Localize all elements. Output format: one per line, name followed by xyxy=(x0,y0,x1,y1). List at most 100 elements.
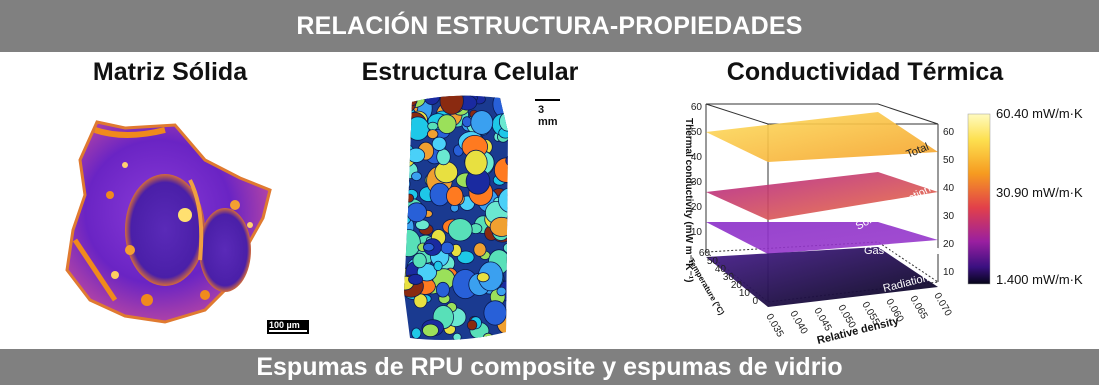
temperature-tick-label: 20 xyxy=(731,280,743,291)
foam-cell xyxy=(434,161,459,184)
foam-cell xyxy=(498,187,508,214)
foam-cell xyxy=(466,319,478,331)
left-tick-label: 30 xyxy=(691,177,703,188)
foam-cell xyxy=(462,116,473,128)
foam-cell xyxy=(436,148,451,166)
density-tick-label: 0.040 xyxy=(787,309,809,337)
foam-cell xyxy=(427,129,439,139)
left-tick-label: 20 xyxy=(691,202,703,213)
y-axis-label: Thermal conductivity (mW m⁻¹K⁻¹) xyxy=(683,118,694,282)
foam-cell xyxy=(436,281,450,298)
left-tick-label: 50 xyxy=(691,127,703,138)
foam-cell xyxy=(482,332,494,340)
foam-cell xyxy=(404,193,414,203)
right-tick-label: 50 xyxy=(943,155,955,166)
foam-cell xyxy=(411,171,422,182)
left-tick-label: 60 xyxy=(691,102,703,113)
foam-cell xyxy=(505,155,508,166)
foam-cell xyxy=(447,218,473,242)
foam-cell xyxy=(476,272,490,283)
cellular-structure-title: Estructura Celular xyxy=(361,58,579,86)
temperature-tick-label: 40 xyxy=(715,264,727,275)
surface-radiation xyxy=(706,247,938,307)
right-tick-label: 10 xyxy=(943,267,955,278)
foam-cell xyxy=(446,186,464,207)
solid-matrix-render xyxy=(65,120,309,334)
colorbar-min-label: 1.400 mW/m·K xyxy=(996,272,1083,287)
cellular-structure-image: 3 mm xyxy=(390,92,562,344)
foam-cell xyxy=(499,111,508,132)
foam-cell xyxy=(405,95,418,107)
colorbar xyxy=(967,113,991,285)
foam-cell xyxy=(473,242,487,257)
chart-svg: Total Solid Conduction Gas Conduction Ra… xyxy=(683,102,1083,347)
foam-cell xyxy=(406,116,430,141)
foam-cell xyxy=(427,121,439,131)
foam-cell xyxy=(404,174,411,193)
foam-cell xyxy=(496,286,507,297)
right-tick-label: 40 xyxy=(943,183,955,194)
foam-cell xyxy=(492,95,508,119)
temperature-tick-label: 50 xyxy=(707,256,719,267)
foam-cell xyxy=(489,216,508,237)
foam-cell xyxy=(483,300,507,326)
surface-gas-conduction xyxy=(706,222,938,254)
density-tick-label: 0.070 xyxy=(931,291,953,319)
foam-cell xyxy=(404,165,408,182)
surface-solid-conduction xyxy=(706,172,938,220)
density-tick-label: 0.065 xyxy=(907,294,929,322)
foam-cell xyxy=(404,229,421,258)
foam-cell xyxy=(456,250,475,265)
foam-cell xyxy=(499,95,508,106)
right-axis-ticks: 10 20 30 40 50 60 xyxy=(943,127,955,278)
foam-cell xyxy=(412,252,427,269)
header-banner: RELACIÓN ESTRUCTURA-PROPIEDADES xyxy=(0,0,1099,52)
density-tick-label: 0.035 xyxy=(763,312,785,340)
left-tick-label: 40 xyxy=(691,152,703,163)
foam-cell xyxy=(437,114,457,134)
foam-cell xyxy=(411,327,422,340)
colorbar-mid-label: 30.90 mW/m·K xyxy=(996,185,1083,200)
left-axis-ticks: 10 20 30 40 50 60 xyxy=(691,102,703,238)
thermal-conductivity-chart: Total Solid Conduction Gas Conduction Ra… xyxy=(668,92,1099,348)
foam-cell xyxy=(404,120,409,135)
cell-foam-body xyxy=(404,95,508,340)
temperature-tick-label: 60 xyxy=(699,248,711,259)
foam-cell xyxy=(406,202,428,223)
foam-cell xyxy=(423,242,435,252)
thermal-conductivity-title: Conductividad Térmica xyxy=(726,58,1004,86)
foam-cell xyxy=(452,332,462,340)
foam-cell xyxy=(408,273,424,285)
cellular-scale-bar-label: 3 mm xyxy=(538,104,558,128)
foam-cell xyxy=(407,147,426,163)
right-tick-label: 20 xyxy=(943,239,955,250)
foam-cell xyxy=(413,293,428,309)
left-tick-label: 10 xyxy=(691,227,703,238)
right-tick-label: 30 xyxy=(943,211,955,222)
foam-cell xyxy=(507,95,508,104)
foam-cell xyxy=(470,110,494,135)
foam-cell xyxy=(504,95,508,103)
foam-cell xyxy=(433,260,443,272)
solid-matrix-title: Matriz Sólida xyxy=(92,58,248,86)
density-tick-label: 0.045 xyxy=(811,306,833,334)
solid-scale-bar-label: 100 µm xyxy=(269,320,300,330)
colorbar-max-label: 60.40 mW/m·K xyxy=(996,106,1083,121)
right-tick-label: 60 xyxy=(943,127,955,138)
solid-matrix-image: 100 µm xyxy=(55,100,325,340)
temperature-tick-label: 10 xyxy=(739,288,751,299)
foam-cell xyxy=(505,250,508,263)
foam-cell xyxy=(422,323,439,338)
surface-total xyxy=(706,112,938,162)
foam-cell xyxy=(431,136,447,151)
foam-cell xyxy=(439,95,464,115)
temperature-tick-label: 30 xyxy=(723,272,735,283)
foam-cell xyxy=(464,149,488,176)
label-gas-conduction: Gas Conduction xyxy=(864,245,943,257)
foam-cell xyxy=(503,242,508,254)
temperature-tick-label: 0 xyxy=(752,296,758,307)
cellular-structure-render xyxy=(404,95,562,340)
footer-banner: Espumas de RPU composite y espumas de vi… xyxy=(0,349,1099,385)
foam-cell xyxy=(440,241,455,255)
